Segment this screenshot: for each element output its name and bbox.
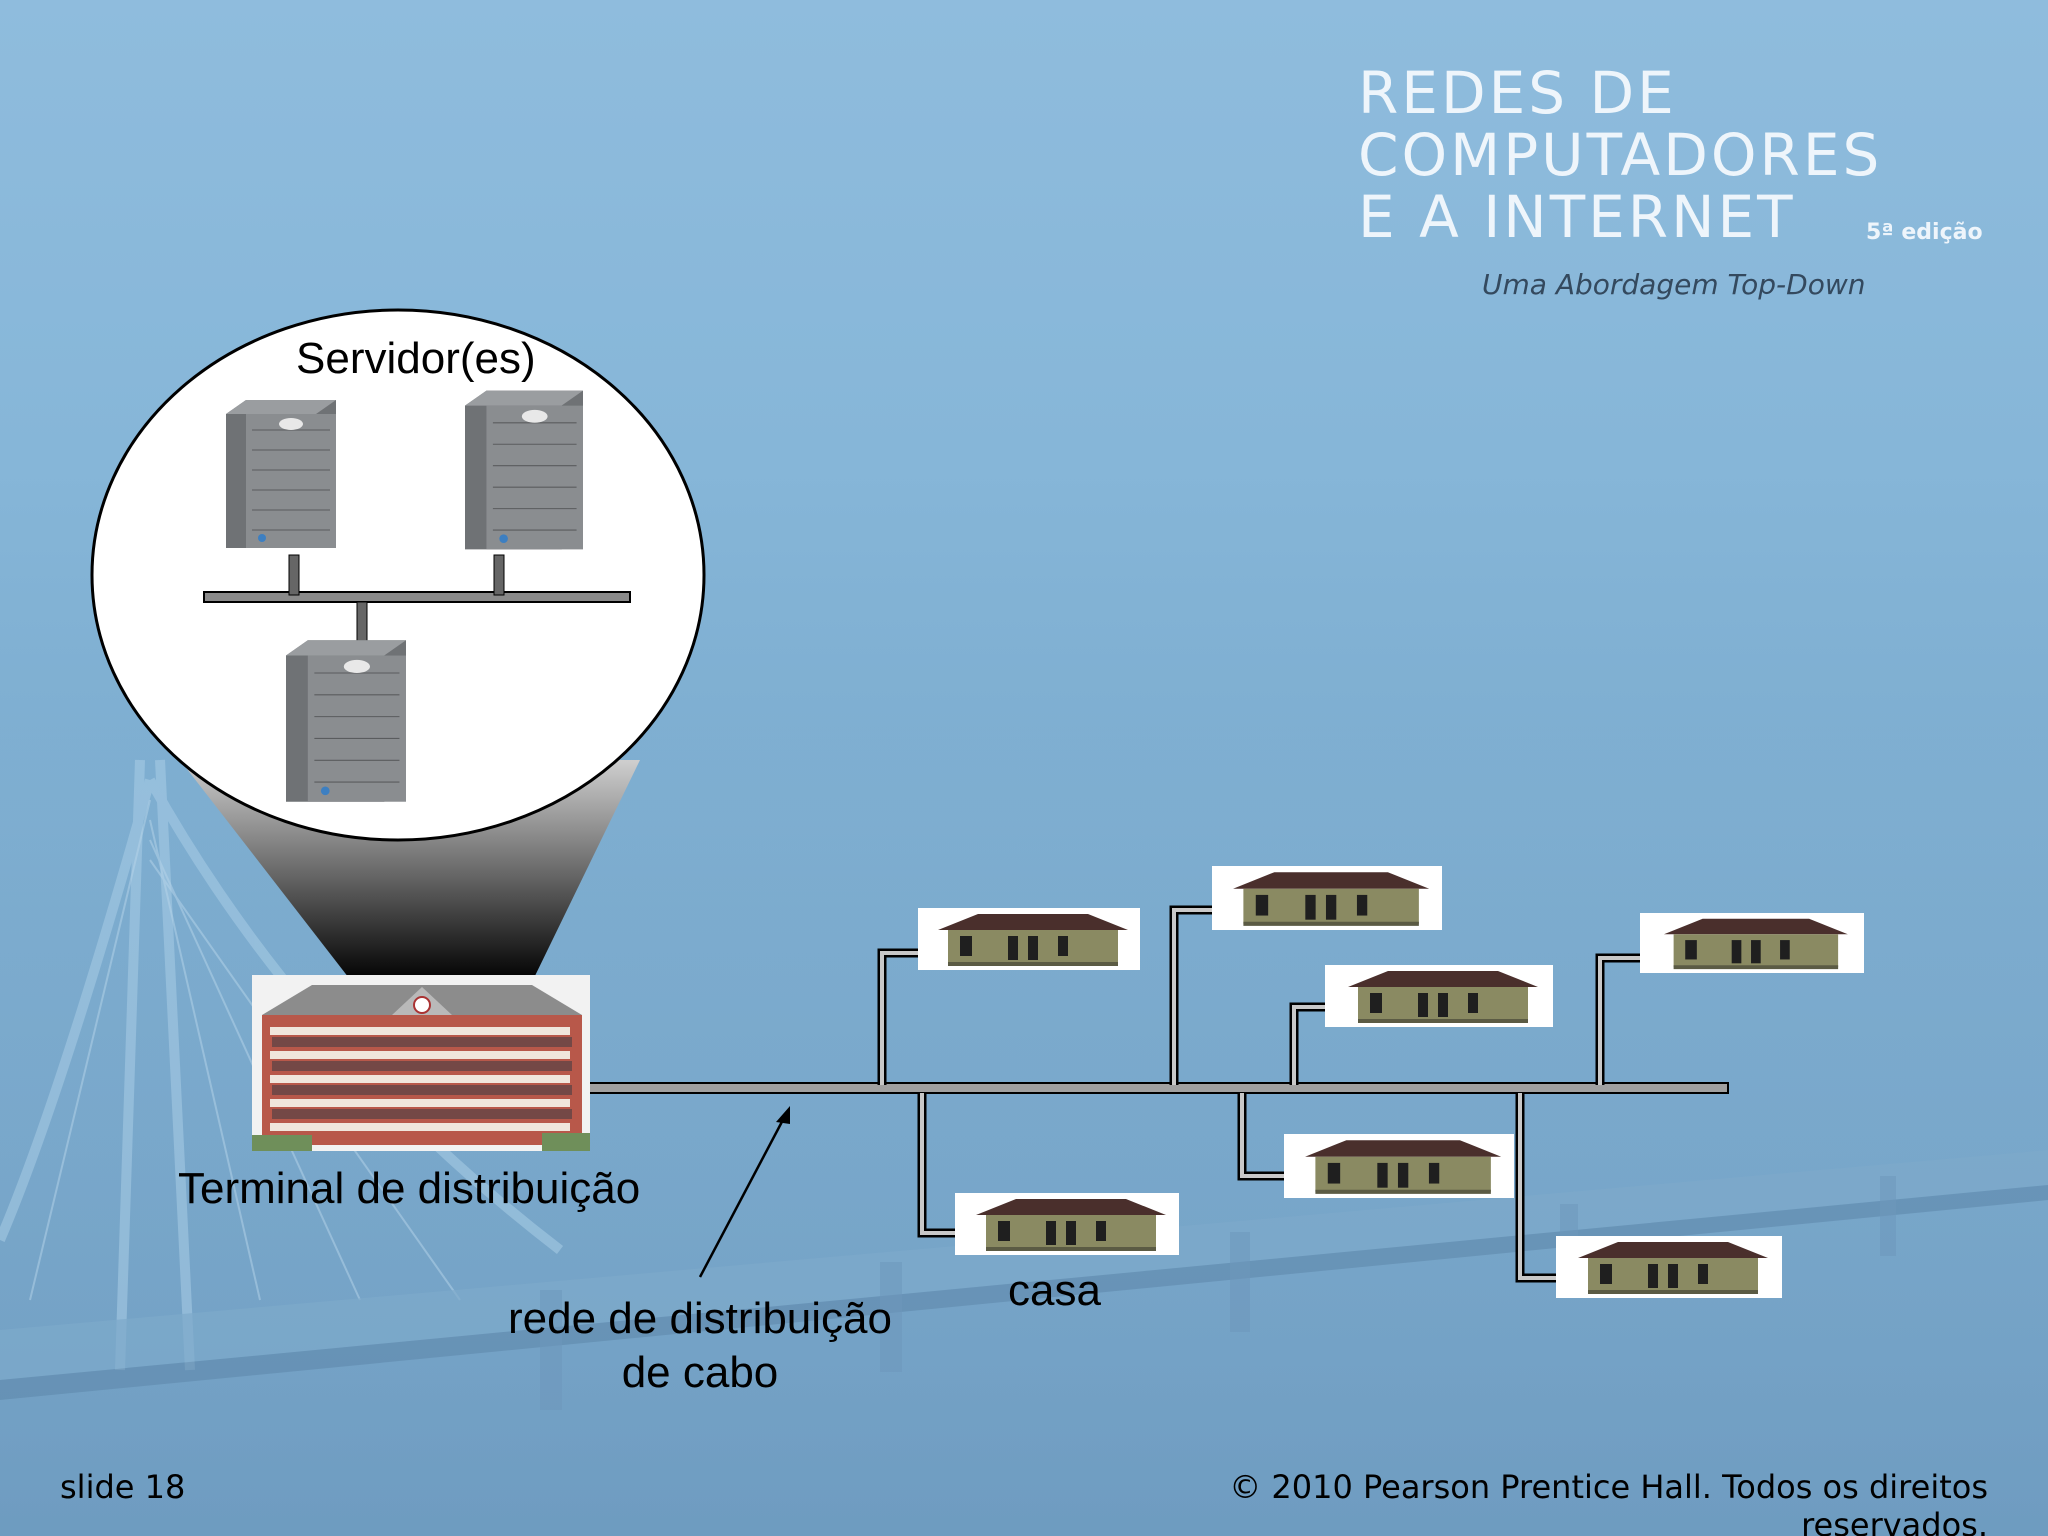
home-icon <box>1212 866 1442 930</box>
book-title-line3: E A INTERNET <box>1358 183 1796 251</box>
edition-label: 5ª edição <box>1866 220 1983 245</box>
server-lan-bus <box>203 591 631 603</box>
home-icon <box>1284 1134 1514 1198</box>
home-icon <box>1325 965 1553 1027</box>
copyright-notice: © 2010 Pearson Prentice Hall. Todos os d… <box>1088 1468 1988 1536</box>
home-icon <box>918 908 1140 970</box>
book-title-block: REDES DE COMPUTADORES E A INTERNET 5ª ed… <box>1358 59 1998 301</box>
slide-number: slide 18 <box>60 1468 186 1506</box>
servers-label: Servidor(es) <box>296 334 536 383</box>
book-title-line1: REDES DE <box>1358 59 1677 127</box>
home-label: casa <box>1008 1266 1101 1315</box>
server-icon <box>226 400 336 548</box>
server-icon <box>286 640 406 802</box>
server-icon <box>465 390 583 550</box>
book-title-line2: COMPUTADORES <box>1358 121 1883 189</box>
cable-network-label-line2: de cabo <box>621 1348 779 1397</box>
book-subtitle: Uma Abordagem Top-Down <box>1482 268 1866 301</box>
copyright-line1: © 2010 Pearson Prentice Hall. Todos os d… <box>1229 1468 1988 1506</box>
headend-building-icon <box>252 975 590 1151</box>
cable-pointer-arrow <box>698 1115 787 1278</box>
home-icon <box>1556 1236 1782 1298</box>
copyright-line2: reservados. <box>1801 1506 1988 1536</box>
cable-network-label: rede de distribuição de cabo <box>470 1292 930 1400</box>
home-icon <box>955 1193 1179 1255</box>
home-icon <box>1640 913 1864 973</box>
cable-bus <box>587 1082 1729 1094</box>
cable-network-label-line1: rede de distribuição <box>507 1294 892 1343</box>
headend-label: Terminal de distribuição <box>178 1164 641 1213</box>
